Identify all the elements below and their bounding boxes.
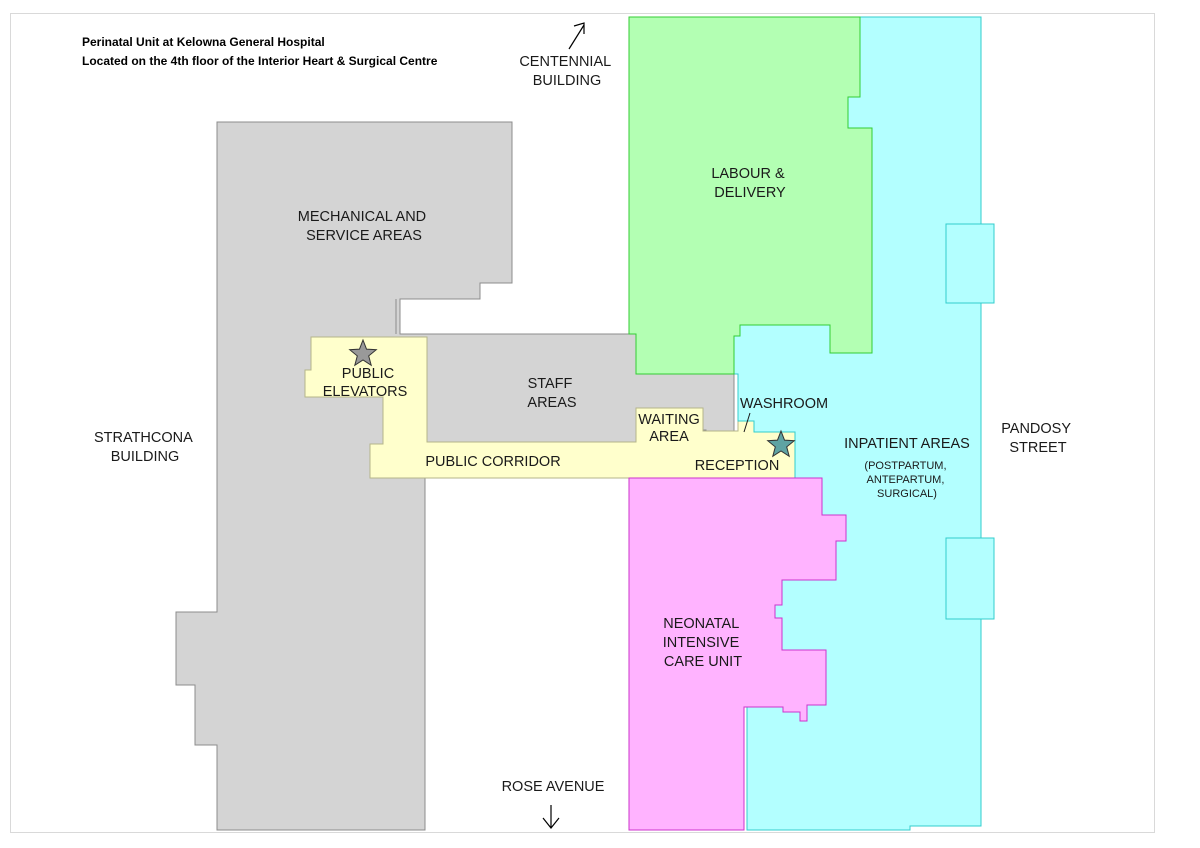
washroom-leader-line (743, 412, 751, 433)
label-staff-areas: STAFF AREAS (527, 376, 576, 411)
label-strathcona-building: STRATHCONA BUILDING (94, 430, 196, 465)
label-waiting-area: WAITING AREA (638, 412, 704, 445)
label-centennial-building: CENTENNIAL BUILDING (519, 54, 614, 89)
label-inpatient-areas: INPATIENT AREAS (844, 436, 970, 452)
label-washroom: WASHROOM (740, 396, 828, 412)
inpatient-annex-upper (945, 223, 995, 304)
label-reception: RECEPTION (695, 458, 780, 474)
label-inpatient-subtypes: (POSTPARTUM, ANTEPARTUM, SURGICAL) (864, 460, 949, 500)
label-public-elevators: PUBLIC ELEVATORS (323, 366, 408, 400)
label-mechanical-service-areas: MECHANICAL AND SERVICE AREAS (298, 209, 430, 244)
label-public-corridor: PUBLIC CORRIDOR (425, 454, 560, 470)
map-subtitle: Located on the 4th floor of the Interior… (82, 54, 438, 68)
star-icon (766, 429, 796, 458)
arrow-south-icon (542, 805, 560, 829)
nicu-area (628, 477, 847, 831)
label-rose-avenue: ROSE AVENUE (502, 779, 605, 795)
label-pandosy-street: PANDOSY STREET (1001, 421, 1075, 456)
map-frame (10, 13, 1155, 833)
map-title: Perinatal Unit at Kelowna General Hospit… (82, 35, 325, 49)
inpatient-annex-lower (945, 537, 995, 620)
labour-delivery-area (628, 16, 873, 375)
label-labour-delivery: LABOUR & DELIVERY (711, 166, 788, 201)
label-nicu: NEONATAL INTENSIVE CARE UNIT (663, 616, 744, 670)
star-icon (348, 338, 378, 367)
arrow-north-icon (568, 22, 585, 50)
